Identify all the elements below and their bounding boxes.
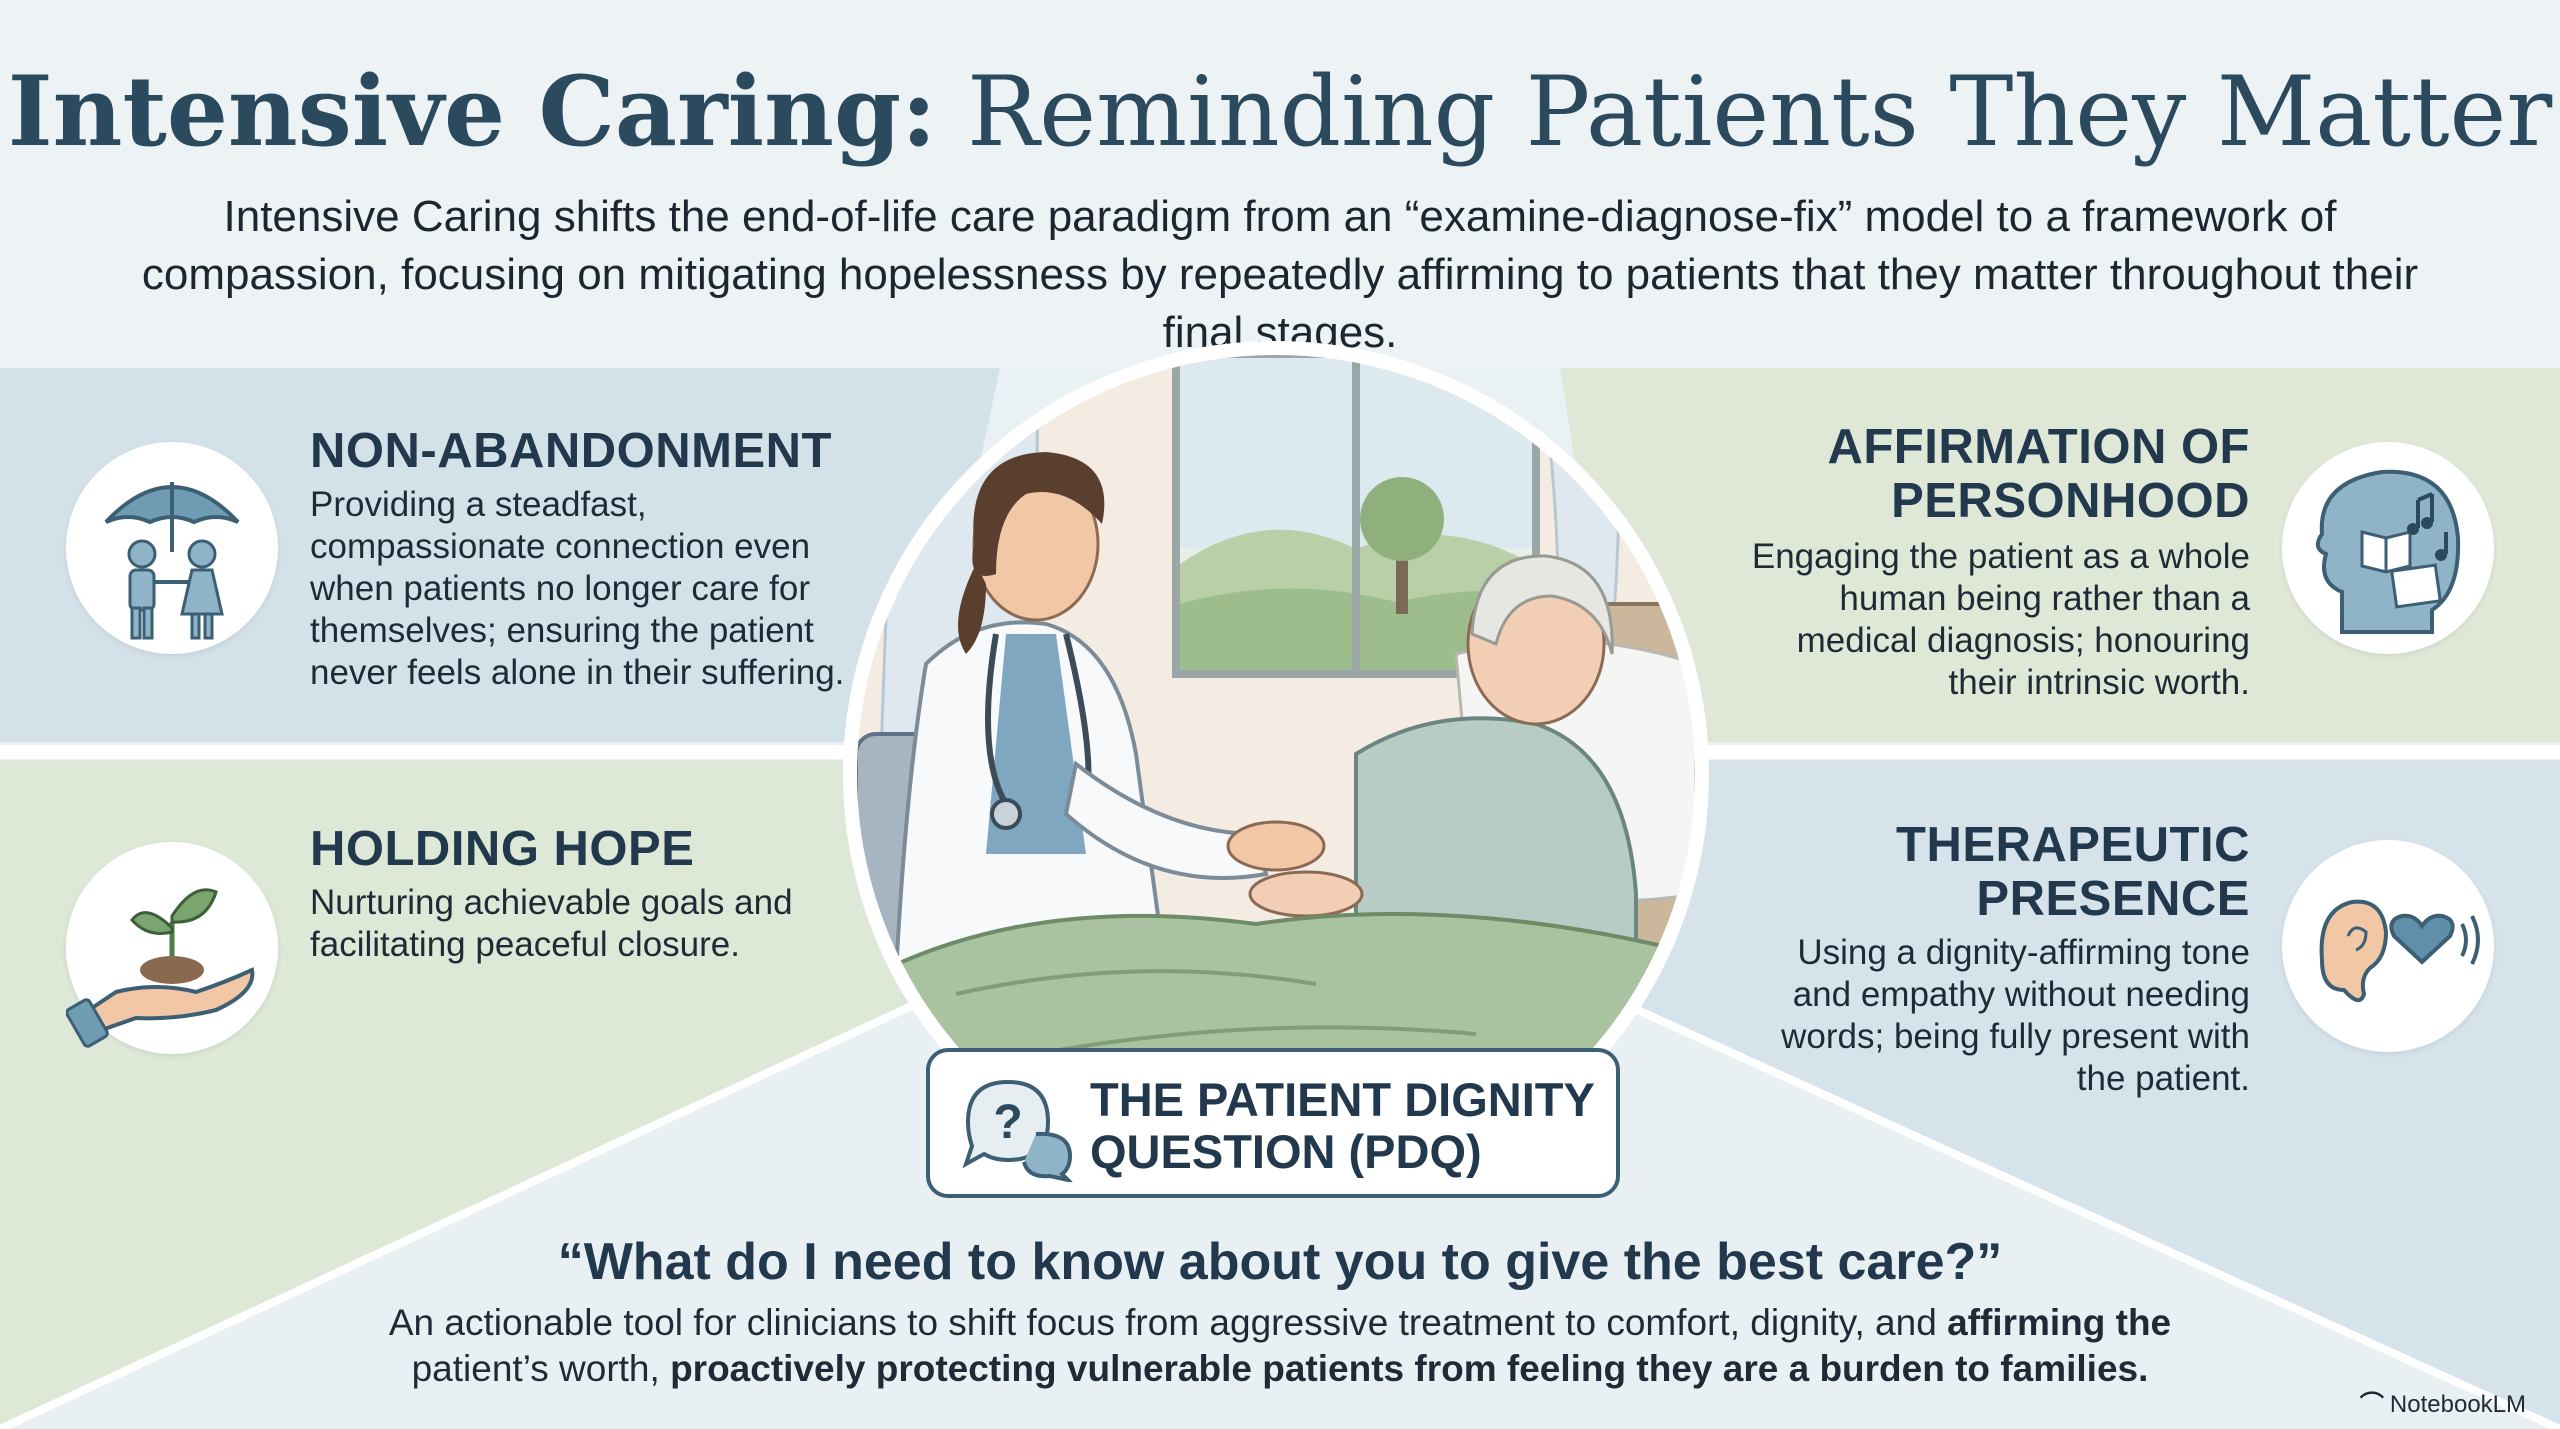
hand-sprout-icon bbox=[66, 842, 278, 1054]
holding-hope-body: Nurturing achievable goals and facilitat… bbox=[310, 883, 793, 964]
affirmation-body: Engaging the patient as a whole human be… bbox=[1751, 537, 2250, 702]
doctor-holding-patient-hand-illustration bbox=[843, 341, 1709, 1134]
svg-text:?: ? bbox=[993, 1096, 1022, 1149]
notebooklm-logo-icon: ⌒ bbox=[2359, 1391, 2384, 1418]
page-subtitle: Intensive Caring shifts the end-of-life … bbox=[141, 192, 2419, 357]
question-bubble-icon: ? bbox=[962, 1079, 1073, 1182]
page-title: Intensive Caring: Reminding Patients The… bbox=[7, 55, 2553, 168]
pdq-card: ? THE PATIENT DIGNITY QUESTION (PDQ) bbox=[926, 1048, 1620, 1198]
header-background bbox=[0, 0, 2560, 370]
holding-hope-title: HOLDING HOPE bbox=[310, 822, 695, 876]
therapeutic-body: Using a dignity-affirming tone and empat… bbox=[1781, 933, 2250, 1098]
umbrella-people-icon bbox=[66, 442, 278, 654]
pdq-title: THE PATIENT DIGNITY QUESTION (PDQ) bbox=[1090, 1073, 1594, 1178]
non-abandonment-title: NON-ABANDONMENT bbox=[310, 424, 832, 478]
pdq-quote: “What do I need to know about you to giv… bbox=[557, 1233, 2003, 1291]
head-memories-icon bbox=[2282, 442, 2494, 654]
pdq-description: An actionable tool for clinicians to shi… bbox=[388, 1302, 2172, 1389]
non-abandonment-body: Providing a steadfast, compassionate con… bbox=[310, 485, 845, 692]
notebooklm-brand: ⌒NotebookLM bbox=[2359, 1391, 2526, 1418]
affirmation-title: AFFIRMATION OF PERSONHOOD bbox=[1827, 420, 2250, 528]
therapeutic-title: THERAPEUTIC PRESENCE bbox=[1896, 818, 2250, 926]
ear-heart-icon bbox=[2282, 840, 2494, 1052]
